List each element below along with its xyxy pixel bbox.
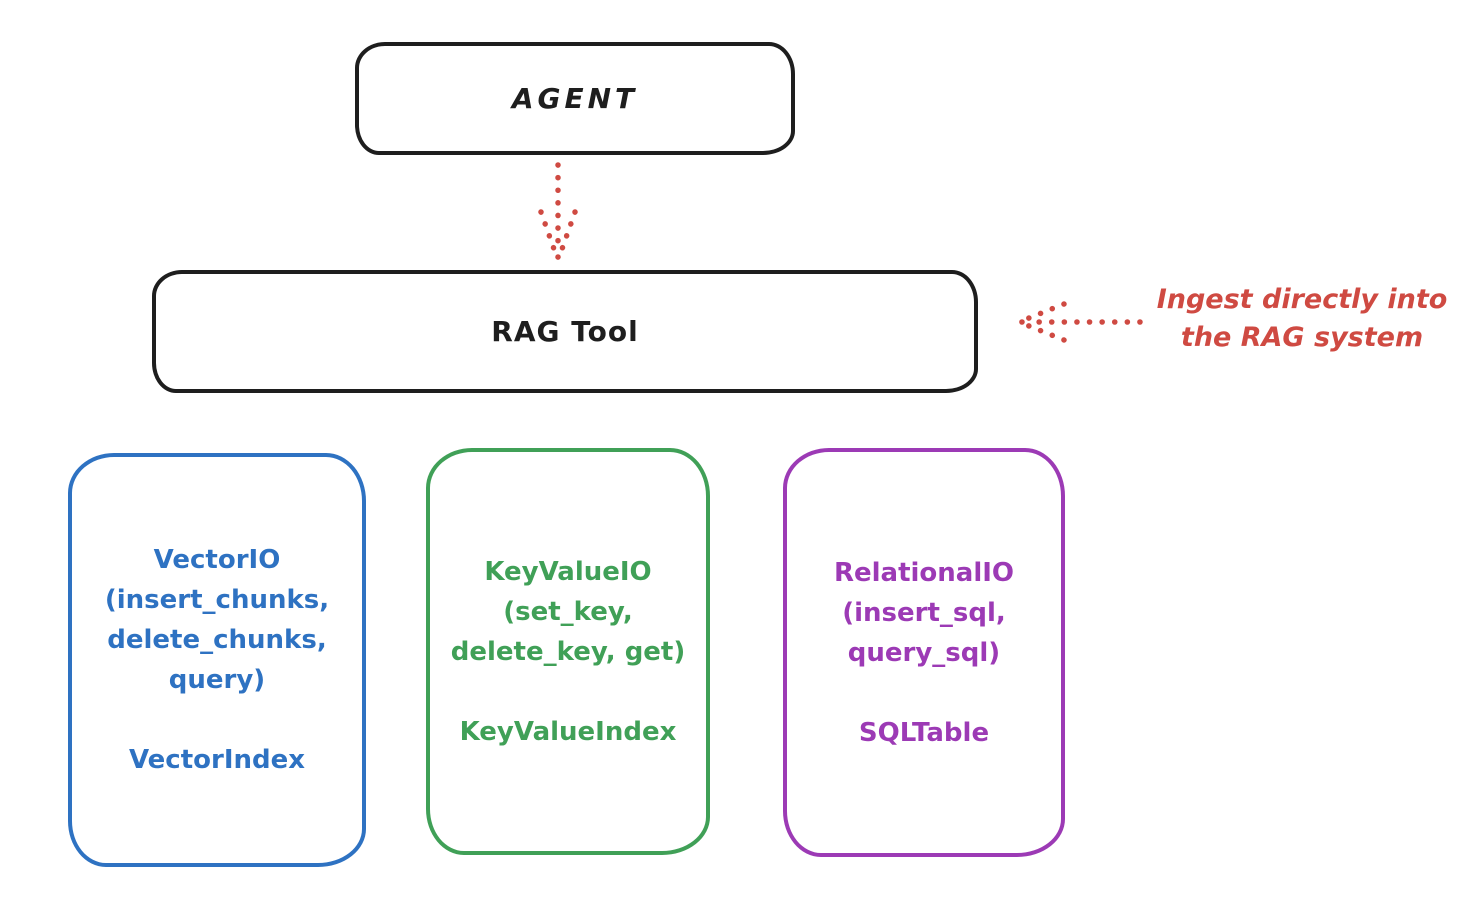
relational-io-node: RelationalIO (insert_sql, query_sql) SQL… [783,448,1065,857]
agent-to-rag-arrow-icon [534,160,582,266]
ingest-annotation-arrow-icon [1014,300,1144,346]
vector-io-methods-line-3: query) [168,665,266,695]
vector-io-node: VectorIO (insert_chunks, delete_chunks, … [68,453,366,867]
ingest-annotation-line-2: the RAG system [1180,322,1424,353]
keyvalue-io-node: KeyValueIO (set_key, delete_key, get) Ke… [426,448,710,855]
agent-node: AGENT [355,42,795,155]
keyvalue-index-label: KeyValueIndex [459,716,677,747]
rag-tool-node: RAG Tool [152,270,978,393]
keyvalue-io-title: KeyValueIO [484,556,652,587]
keyvalue-io-methods-line-1: (set_key, [503,596,633,627]
relational-io-title: RelationalIO [833,557,1015,588]
ingest-annotation-line-1: Ingest directly into [1156,284,1448,315]
vector-io-methods-line-1: (insert_chunks, [104,585,330,615]
keyvalue-io-methods-line-2: delete_key, get) [450,636,686,667]
vector-index-label: VectorIndex [128,745,306,775]
vector-io-title: VectorIO [153,545,281,575]
sql-table-label: SQLTable [858,717,990,748]
vector-io-methods-line-2: delete_chunks, [107,625,327,655]
rag-tool-label: RAG Tool [491,315,639,348]
relational-io-methods-line-2: query_sql) [847,637,1001,668]
agent-label: AGENT [511,82,639,115]
relational-io-methods-line-1: (insert_sql, [842,597,1006,628]
ingest-annotation: Ingest directly into the RAG system [1128,281,1476,357]
